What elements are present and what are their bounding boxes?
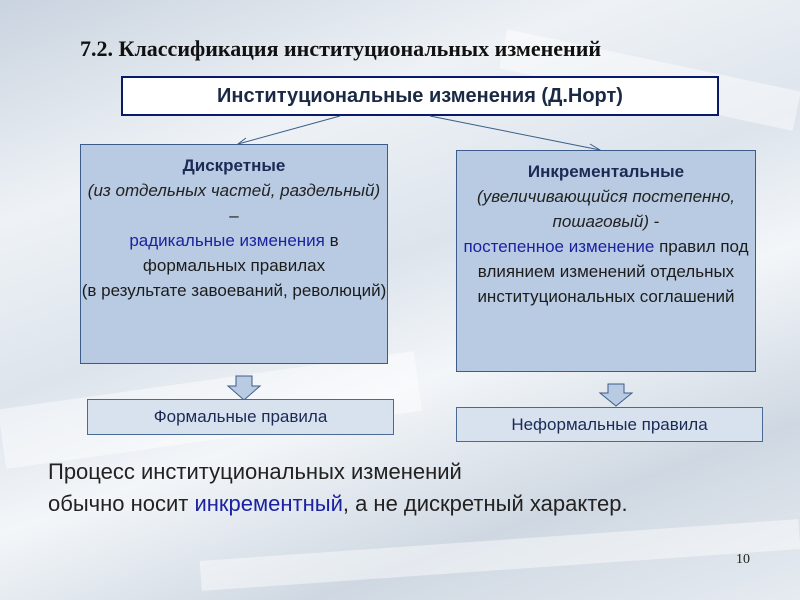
conclusion-text: Процесс институциональных изменений обыч… (48, 456, 768, 520)
discrete-extra: (в результате завоеваний, революций) (81, 281, 387, 300)
incremental-rest: правил под влиянием изменений отдельных … (477, 237, 749, 306)
incremental-desc-line: (увеличивающийся постепенно, пошаговый) … (457, 184, 755, 234)
discrete-title: Дискретные (182, 156, 286, 175)
down-arrow-left (226, 375, 262, 401)
incremental-desc: (увеличивающийся постепенно, пошаговый) (477, 187, 735, 231)
conclusion-highlight: инкрементный (194, 491, 343, 516)
down-arrow-right (598, 383, 634, 407)
incremental-highlight: постепенное изменение (463, 237, 655, 256)
slide-title: 7.2. Классификация институциональных изм… (80, 36, 602, 61)
incremental-title: Инкрементальные (527, 162, 685, 181)
formal-rules-box: Формальные правила (87, 399, 394, 435)
connector-right (429, 115, 601, 151)
incremental-main-line: постепенное изменение правил под влияние… (457, 234, 755, 309)
discrete-dash: – (229, 206, 239, 225)
informal-rules-box: Неформальные правила (456, 407, 763, 442)
informal-rules-label: Неформальные правила (511, 414, 708, 434)
incremental-dash: - (649, 212, 660, 231)
conclusion-pre: обычно носит (48, 491, 195, 516)
conclusion-line-2: обычно носит инкрементный, а не дискретн… (48, 488, 768, 520)
top-concept-label: Институциональные изменения (Д.Норт) (217, 84, 623, 107)
discrete-desc: (из отдельных частей, раздельный) (87, 181, 381, 200)
discrete-highlight: радикальные изменения (129, 231, 325, 250)
top-concept-box: Институциональные изменения (Д.Норт) (121, 76, 719, 116)
discrete-main-line: радикальные изменения в формальных прави… (81, 228, 387, 278)
conclusion-line-1: Процесс институциональных изменений (48, 459, 462, 484)
connector-left (237, 115, 341, 145)
conclusion-post: , а не дискретный характер. (342, 491, 628, 516)
discrete-box: Дискретные (из отдельных частей, раздель… (80, 144, 388, 364)
page-number: 10 (736, 552, 750, 567)
formal-rules-label: Формальные правила (153, 407, 328, 426)
discrete-desc-line: (из отдельных частей, раздельный) – (81, 178, 387, 228)
discrete-rest: в формальных правилах (142, 231, 339, 275)
incremental-box: Инкрементальные (увеличивающийся постепе… (456, 150, 756, 372)
